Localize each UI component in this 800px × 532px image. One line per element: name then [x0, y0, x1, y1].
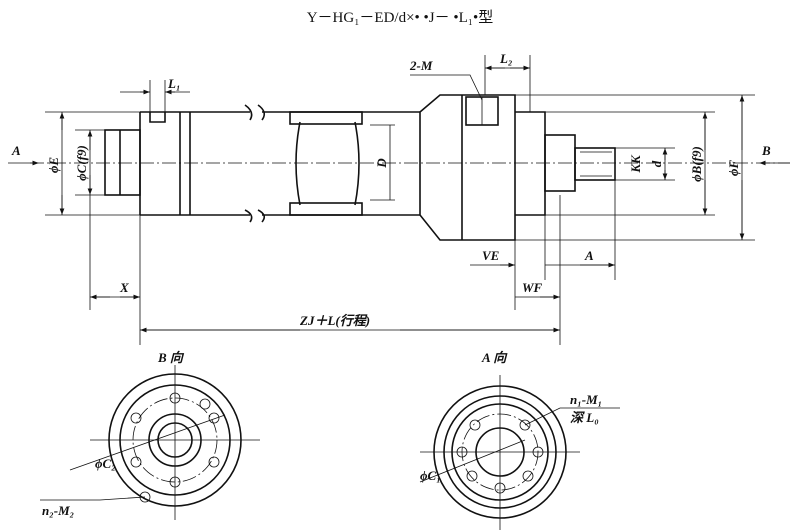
svg-text:A 向: A 向: [481, 350, 508, 365]
view-arrow-A: A: [8, 143, 39, 166]
view-A: A 向 n₁-M₁ 深 L₀ ϕC₁: [419, 350, 620, 530]
label-phiE: ϕE: [46, 157, 61, 174]
label-WF: WF: [522, 280, 543, 295]
label-L1: L₁: [167, 76, 180, 91]
label-L2: L₂: [499, 51, 512, 66]
label-ZJ-L: ZJ＋L(行程): [299, 313, 370, 328]
label-d: d: [649, 160, 664, 167]
svg-text:深 L₀: 深 L₀: [570, 410, 599, 425]
dimension-lines: [45, 55, 755, 345]
svg-text:n₁-M₁: n₁-M₁: [570, 392, 602, 407]
view-arrow-B: B: [759, 143, 790, 166]
svg-text:B: B: [761, 143, 771, 158]
label-X: X: [119, 280, 129, 295]
dimension-arrows: [59, 65, 745, 333]
label-VE: VE: [482, 248, 500, 263]
label-2-M: 2-M: [409, 58, 433, 73]
label-phiF: ϕF: [726, 160, 741, 177]
svg-text:A: A: [11, 143, 21, 158]
label-phiC: ϕC(f9): [74, 145, 89, 181]
svg-text:B 向: B 向: [157, 350, 185, 365]
label-phiB: ϕB(f9): [689, 146, 704, 182]
drawing-title: Y－HG₁－ED/d×• •J－ •L₁•型: [307, 9, 494, 26]
label-KK: KK: [628, 154, 643, 174]
label-D: D: [374, 158, 389, 169]
svg-text:n₂-M₂: n₂-M₂: [42, 503, 74, 518]
view-B: B 向 ϕC₂ n₂-M₂: [40, 350, 260, 520]
svg-text:ϕC₁: ϕC₁: [420, 468, 441, 483]
cylinder-body: [104, 94, 616, 241]
label-A-dim: A: [584, 248, 594, 263]
svg-text:ϕC₂: ϕC₂: [95, 456, 116, 471]
